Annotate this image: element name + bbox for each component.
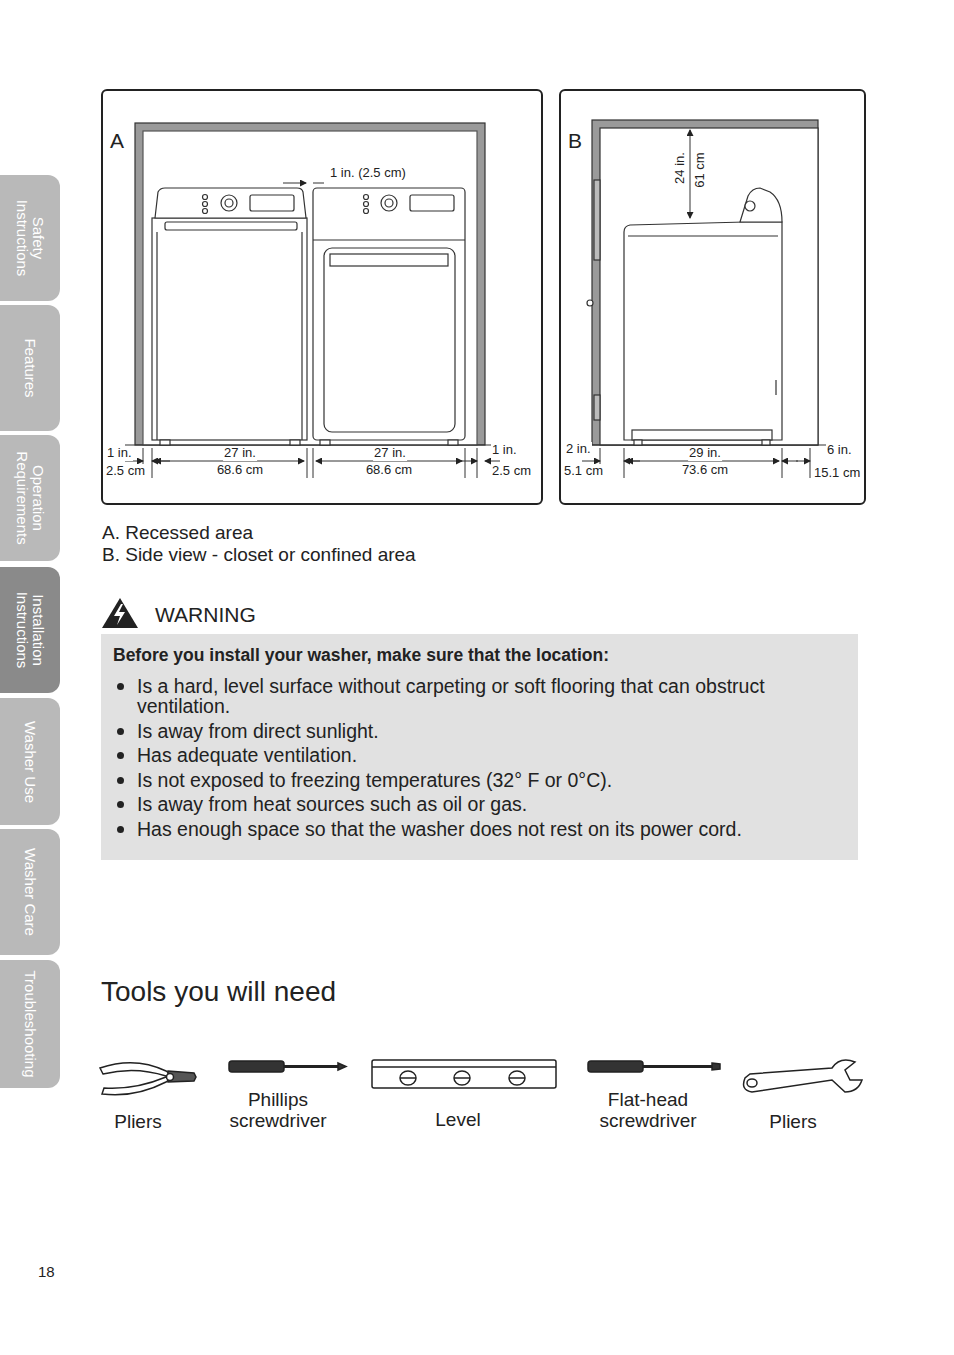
section-tab: Operation Requirements bbox=[0, 435, 60, 561]
warning-heading: WARNING bbox=[155, 603, 256, 627]
dimension: 27 in. bbox=[223, 446, 257, 461]
dimension-lines bbox=[125, 183, 500, 478]
warning-item: Has adequate ventilation. bbox=[113, 745, 848, 765]
dimension: 73.6 cm bbox=[681, 463, 729, 478]
warning-text: Has adequate ventilation. bbox=[137, 744, 357, 766]
figure-caption: B. Side view - closet or confined area bbox=[102, 544, 416, 566]
figure-caption: A. Recessed area bbox=[102, 522, 253, 544]
section-heading: Tools you will need bbox=[101, 976, 336, 1008]
section-tab: Installation Instructions bbox=[0, 567, 60, 693]
tool-name: Pliers bbox=[769, 1111, 817, 1133]
dimension: 2.5 cm bbox=[105, 464, 146, 479]
warning-panel: Before you install your washer, make sur… bbox=[101, 634, 858, 860]
figure-panel: B bbox=[559, 89, 866, 505]
closet-dimension-lines bbox=[582, 130, 810, 478]
dimension: 2 in. bbox=[565, 442, 592, 457]
tab-label: Safety Instructions bbox=[14, 180, 46, 296]
tab-label: Washer Care bbox=[22, 834, 38, 950]
section-tab: Troubleshooting bbox=[0, 960, 60, 1088]
dimension: 24 in. bbox=[673, 152, 688, 184]
page-number: 18 bbox=[38, 1263, 55, 1280]
dimension: 68.6 cm bbox=[216, 463, 264, 478]
section-tab: Washer Use bbox=[0, 698, 60, 825]
warning-icon bbox=[102, 598, 138, 628]
dimension: 5.1 cm bbox=[563, 464, 604, 479]
warning-text: Has enough space so that the washer does… bbox=[137, 818, 742, 840]
dimension: 6 in. bbox=[826, 443, 853, 458]
warning-text: Is a hard, level surface without carpeti… bbox=[137, 675, 765, 717]
tab-label: Troubleshooting bbox=[22, 965, 38, 1083]
warning-item: Is not exposed to freezing temperatures … bbox=[113, 770, 848, 790]
warning-text: Is not exposed to freezing temperatures … bbox=[137, 769, 612, 791]
tab-label: Washer Use bbox=[22, 703, 38, 820]
section-tab: Safety Instructions bbox=[0, 175, 60, 301]
section-tab: Washer Care bbox=[0, 829, 60, 955]
warning-item: Has enough space so that the washer does… bbox=[113, 819, 848, 839]
recessed-area-drawing bbox=[125, 123, 495, 445]
dimension: 2.5 cm bbox=[491, 464, 532, 479]
warning-text: Is away from heat sources such as oil or… bbox=[137, 793, 527, 815]
tool-name: Level bbox=[435, 1109, 480, 1131]
warning-item: Is away from direct sunlight. bbox=[113, 721, 848, 741]
bullet-dot bbox=[117, 801, 124, 808]
warning-item: Is away from heat sources such as oil or… bbox=[113, 794, 848, 814]
warning-box: WARNING Before you install your washer, m… bbox=[101, 598, 858, 860]
dimension: 29 in. bbox=[688, 446, 722, 461]
tool-name: Flat-head screwdriver bbox=[573, 1090, 723, 1132]
bullet-dot bbox=[117, 728, 124, 735]
dimension: 68.6 cm bbox=[365, 463, 413, 478]
dimension: 1 in. (2.5 cm) bbox=[329, 166, 407, 181]
tool-icons bbox=[100, 1060, 862, 1095]
tab-label: Operation Requirements bbox=[14, 440, 46, 556]
panel-letter: A bbox=[110, 129, 124, 153]
closet-drawing bbox=[580, 120, 830, 445]
bullet-dot bbox=[117, 826, 124, 833]
figure-panel: A bbox=[101, 89, 543, 505]
warning-item: Is a hard, level surface without carpeti… bbox=[113, 676, 848, 716]
dimension: 27 in. bbox=[373, 446, 407, 461]
bullet-dot bbox=[117, 777, 124, 784]
tool-name: Pliers bbox=[114, 1111, 162, 1133]
bullet-dot bbox=[117, 683, 124, 690]
tool-name: Phillips screwdriver bbox=[203, 1090, 353, 1132]
section-tab: Features bbox=[0, 305, 60, 431]
bullet-dot bbox=[117, 752, 124, 759]
dimension: 1 in. bbox=[106, 446, 133, 461]
warning-text: Is away from direct sunlight. bbox=[137, 720, 379, 742]
tab-label: Features bbox=[22, 310, 38, 426]
panel-letter: B bbox=[568, 129, 582, 153]
dimension: 15.1 cm bbox=[813, 466, 861, 481]
dimension: 1 in. bbox=[491, 443, 518, 458]
tab-label: Installation Instructions bbox=[14, 572, 46, 688]
dimension: 61 cm bbox=[693, 152, 708, 187]
warning-intro: Before you install your washer, make sur… bbox=[113, 645, 848, 666]
